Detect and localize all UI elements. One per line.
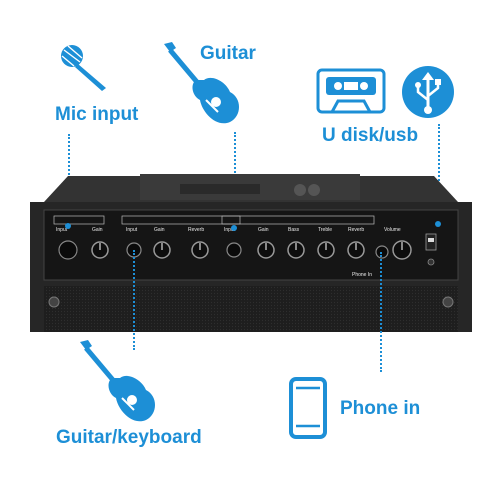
acoustic-guitar-icon-keyboard (80, 340, 155, 422)
guitar-label: Guitar (200, 43, 256, 64)
phone-in-label: Phone in (340, 398, 421, 419)
mic-input-label: Mic input (55, 104, 139, 125)
cassette-icon (316, 68, 386, 114)
input3-jack[interactable] (226, 242, 242, 258)
acoustic-guitar-icon (164, 42, 239, 124)
mic-jack-dot (65, 223, 71, 229)
udisk-usb-label: U disk/usb (322, 125, 419, 146)
panel-label-treble: Treble (318, 227, 332, 233)
guitar-keyboard-line (133, 250, 135, 350)
panel-label-input1: Input (56, 227, 68, 233)
microphone-icon (61, 45, 106, 91)
panel-label-gain1: Gain (92, 227, 103, 233)
mic-jack[interactable] (58, 240, 78, 260)
usb-line (438, 124, 440, 224)
panel-label-volume: Volume (384, 227, 401, 233)
panel-label-gain3: Gain (258, 227, 269, 233)
amplifier-panel: Input Gain Input Gain Reverb Input Gain … (30, 174, 472, 332)
panel-label-reverb2: Reverb (348, 227, 364, 233)
panel-label-input3: Input (224, 227, 236, 233)
panel-label-gain2: Gain (154, 227, 165, 233)
panel-label-reverb1: Reverb (188, 227, 204, 233)
panel-label-input2: Input (126, 227, 138, 233)
guitar-keyboard-label: Guitar/keyboard (56, 427, 202, 448)
panel-label-phone-in: Phone In (352, 272, 372, 278)
guitar-jack-dot (231, 225, 237, 231)
usb-icon (402, 66, 454, 118)
usb-port-dot (435, 221, 441, 227)
smartphone-icon (289, 377, 327, 439)
phone-in-line (380, 252, 382, 372)
phone-in-jack[interactable] (375, 245, 389, 259)
panel-label-bass: Bass (288, 227, 300, 233)
